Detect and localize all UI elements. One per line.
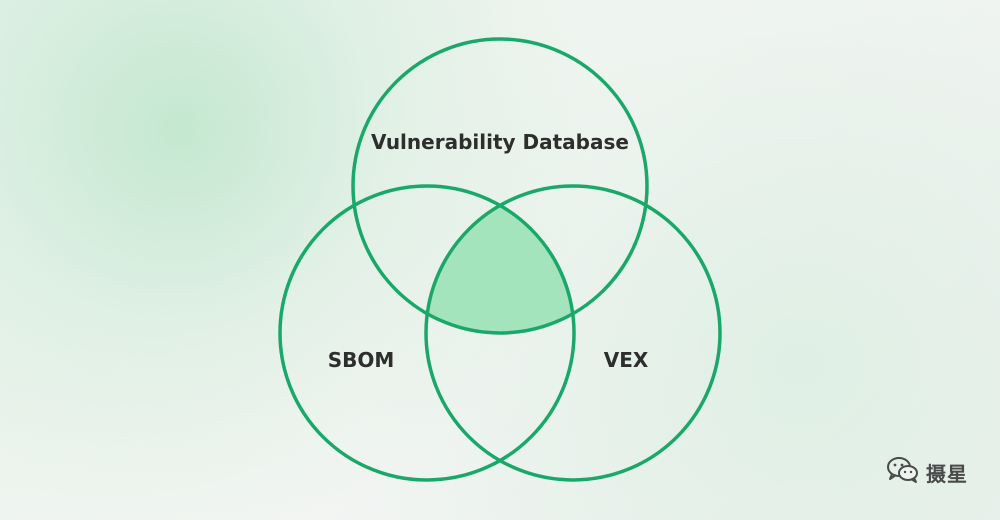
- vex-circle: [424, 184, 722, 482]
- sbom-circle: [278, 184, 576, 482]
- vulnerability-database-label: Vulnerability Database: [371, 130, 629, 154]
- watermark-text: 摄星: [926, 462, 968, 486]
- sbom-label: SBOM: [328, 348, 395, 372]
- watermark: 摄星: [886, 455, 968, 490]
- wechat-icon: [886, 455, 920, 490]
- vex-label: VEX: [604, 348, 649, 372]
- center-intersection: [426, 186, 574, 333]
- vulnerability-database-circle: [351, 37, 649, 335]
